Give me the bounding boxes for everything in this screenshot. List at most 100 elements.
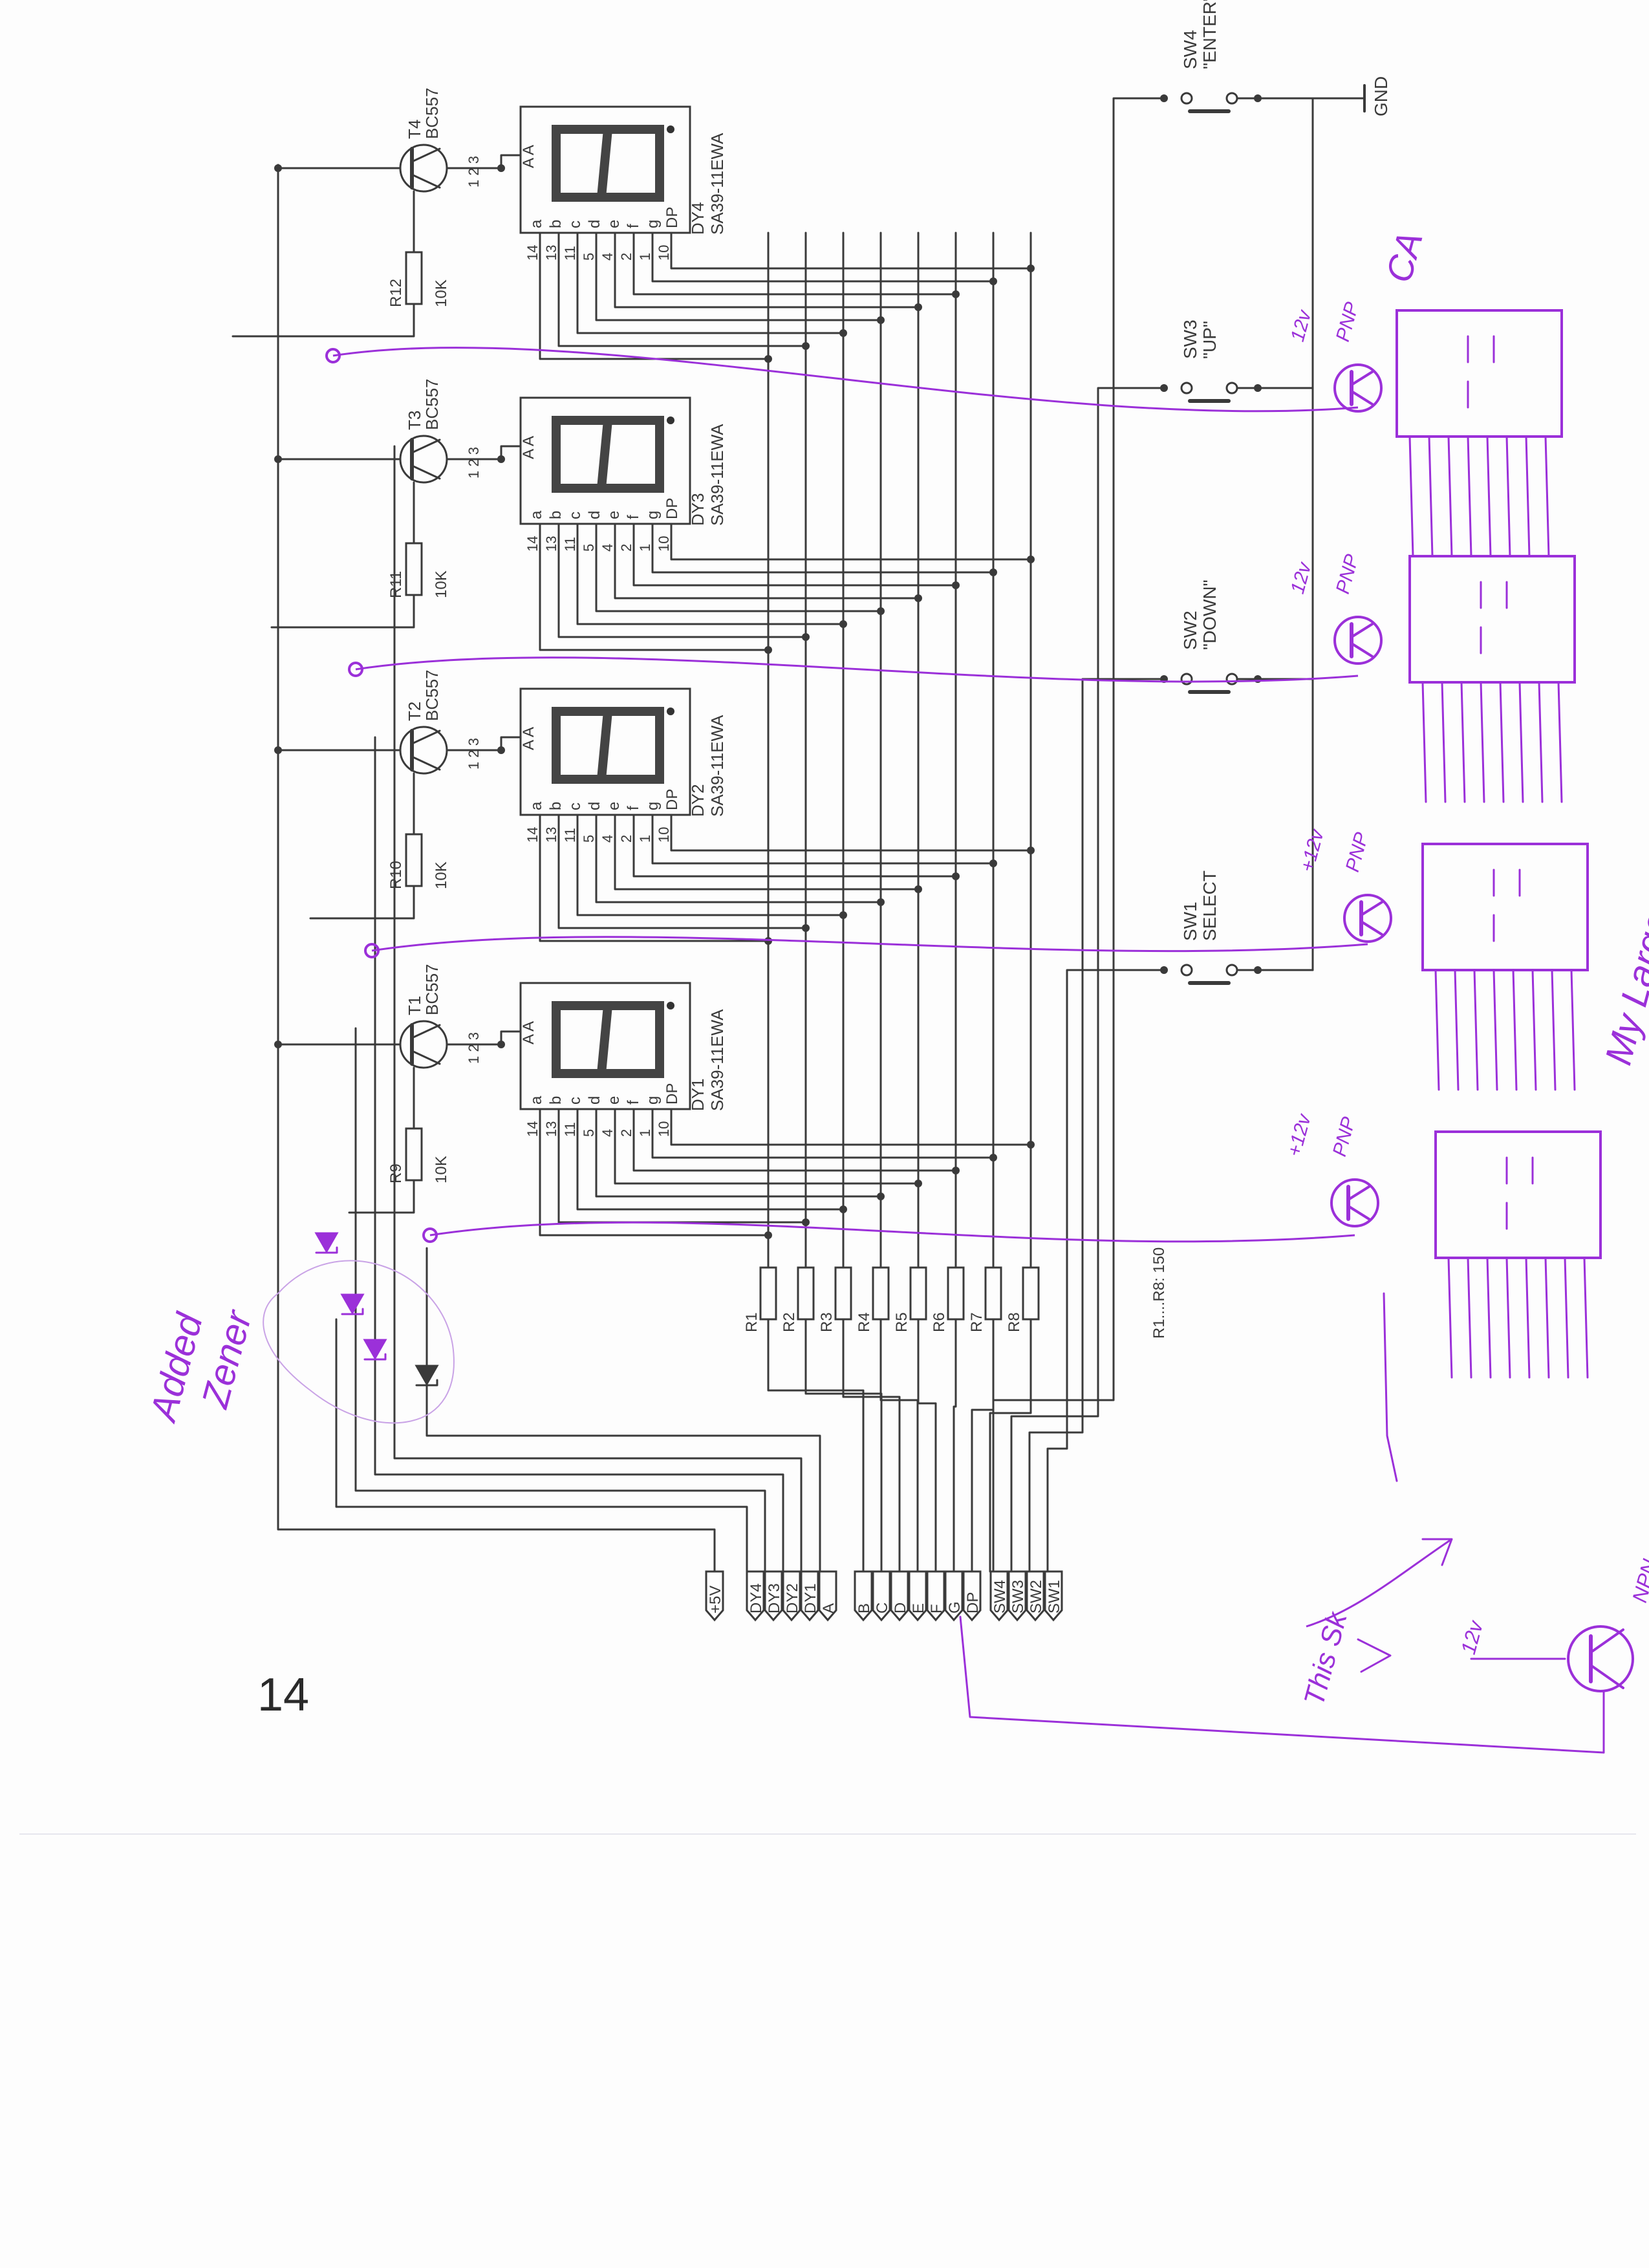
large-display-ribbon-3 (1512, 969, 1518, 1091)
segment-route-dy4 (632, 261, 957, 296)
switch-lead-sw2 (1028, 678, 1165, 1573)
segment-letter-dy4-c: c (566, 221, 584, 228)
segment-pin-number-dy2-1: 1 (637, 835, 653, 843)
connector-pin-sw3-label: SW3 (1009, 1580, 1027, 1614)
zener-circle-note (263, 1260, 455, 1424)
segment-letter-dy2-b: b (547, 802, 565, 810)
zener-bar-4 (315, 1246, 338, 1254)
pnp-leg (1350, 642, 1374, 658)
transistor-pin-numbers: 1 2 3 (466, 738, 482, 770)
segment-route-dy4 (576, 261, 845, 334)
segment-letter-dy4-d: d (586, 220, 603, 228)
display-name-dy4: DY4 (688, 202, 707, 235)
resistor-value-r10: 10K (433, 861, 450, 889)
segment-pin-number-dy2-13: 13 (543, 827, 559, 843)
connector-pin-sw2-label: SW2 (1028, 1580, 1045, 1614)
base-resistor-r12 (405, 251, 423, 305)
segment-resistor-name-r1: R1 (743, 1312, 760, 1332)
large-display-ribbon-2 (1499, 681, 1505, 803)
large-display-ribbon-1 (1486, 435, 1492, 557)
large-display-ribbon-2 (1557, 681, 1563, 803)
driver-curve-1 (332, 347, 1359, 413)
pnp-leg (1350, 623, 1374, 638)
transistor-collector (411, 755, 441, 771)
segment-route-dy3 (632, 552, 957, 587)
segment-pin-number-dy4-14: 14 (524, 245, 541, 261)
segment-route-dy2 (670, 843, 1032, 852)
note-arrow (1306, 1538, 1452, 1628)
large-display-ribbon-4 (1564, 1257, 1569, 1379)
segment-resistor-lead-r5 (917, 1318, 937, 1573)
zener-bar-3 (341, 1308, 364, 1315)
large-display-ribbon-4 (1467, 1257, 1472, 1379)
display-dy1 (519, 982, 691, 1110)
switch-name-sw4: SW4 (1180, 30, 1200, 69)
segment-letter-dy3-dp: DP (663, 498, 681, 519)
segment-resistor-note: R1....R8: 150 (1150, 1247, 1168, 1339)
segment-pin-number-dy3-11: 11 (562, 537, 578, 552)
segment-route-dy4 (614, 261, 920, 308)
segment-resistor-r4 (872, 1266, 890, 1321)
connector-pin-c-label: C (874, 1603, 891, 1614)
display-dy4 (519, 105, 691, 234)
digit-dp-dy2 (667, 707, 674, 715)
switch-label-sw2: "DOWN" (1200, 579, 1220, 650)
segment-pin-number-dy4-2: 2 (618, 253, 634, 261)
display-part-dy1: SA39-11EWA (707, 1009, 727, 1111)
segment-resistor-r7 (984, 1266, 1002, 1321)
segment-letter-dy2-a: a (528, 801, 545, 810)
connector-pin-b (854, 1570, 873, 1622)
common-anode-label-dy2: A A (520, 727, 537, 750)
segment-resistor-r2 (797, 1266, 815, 1321)
segment-route-dy3 (576, 552, 845, 625)
segment-pin-number-dy1-2: 2 (618, 1129, 634, 1137)
switch-junction (1254, 966, 1262, 974)
segment-pin-number-dy4-4: 4 (599, 253, 616, 261)
connector-pin-dp-label: DP (964, 1592, 982, 1614)
digit-dp-dy4 (667, 125, 674, 133)
segment-route-dy1 (670, 1137, 1032, 1146)
resistor-name-r10: R10 (387, 861, 405, 889)
npn-transistor (1567, 1625, 1634, 1692)
switch-label-sw4: "ENTER" (1200, 0, 1220, 69)
connector-pin-dy1-label: DY1 (802, 1583, 819, 1614)
segment-letter-dy2-d: d (586, 802, 603, 810)
segment-route-dy3 (670, 552, 1032, 561)
zener-output-wire (426, 1384, 821, 1573)
transistor-pin-numbers: 1 2 3 (466, 447, 482, 479)
connector-pin-b-label: B (856, 1603, 873, 1614)
segment-resistor-name-r3: R3 (818, 1312, 835, 1332)
digit-drive-rail-1 (335, 1318, 748, 1573)
segment-letter-dy4-b: b (547, 220, 565, 228)
segment-route-dy4 (557, 261, 807, 347)
segment-letter-dy3-d: d (586, 511, 603, 519)
segment-letter-dy3-c: c (566, 512, 584, 519)
segment-route-dy1 (614, 1137, 920, 1185)
resistor-value-r9: 10K (433, 1156, 450, 1183)
npn-leg (1590, 1628, 1624, 1654)
transistor-emitter (411, 1024, 441, 1039)
resistor-name-r12: R12 (387, 279, 405, 307)
segment-resistor-name-r2: R2 (781, 1312, 798, 1332)
segment-pin-number-dy4-5: 5 (581, 253, 597, 261)
large-display-ribbon-4 (1583, 1257, 1589, 1379)
zener-bar-2 (363, 1353, 387, 1361)
base-drive-wire (232, 303, 415, 338)
digit-dp-dy3 (667, 416, 674, 424)
transistor-name-t4: T4 (405, 120, 424, 139)
segment-route-dy2 (651, 843, 995, 865)
segment-resistor-lead-r4 (879, 1318, 919, 1573)
pnp-label-2: PNP (1332, 552, 1363, 596)
connector-pin-sw1 (1044, 1570, 1063, 1622)
segment-letter-dy4-g: g (644, 220, 662, 228)
transistor-collector (411, 173, 441, 189)
segment-pin-number-dy3-4: 4 (599, 544, 616, 552)
large-display-3 (1421, 843, 1589, 971)
pnp-label-1: PNP (1332, 300, 1363, 344)
common-anode-label-dy1: A A (520, 1021, 537, 1044)
driver-curve-3 (371, 936, 1368, 953)
connector-pin-5v-label: +5V (707, 1586, 724, 1614)
segment-pin-number-dy2-14: 14 (524, 827, 541, 843)
segment-letter-dy3-b: b (547, 511, 565, 519)
v12-label-2: 12v (1287, 559, 1316, 596)
